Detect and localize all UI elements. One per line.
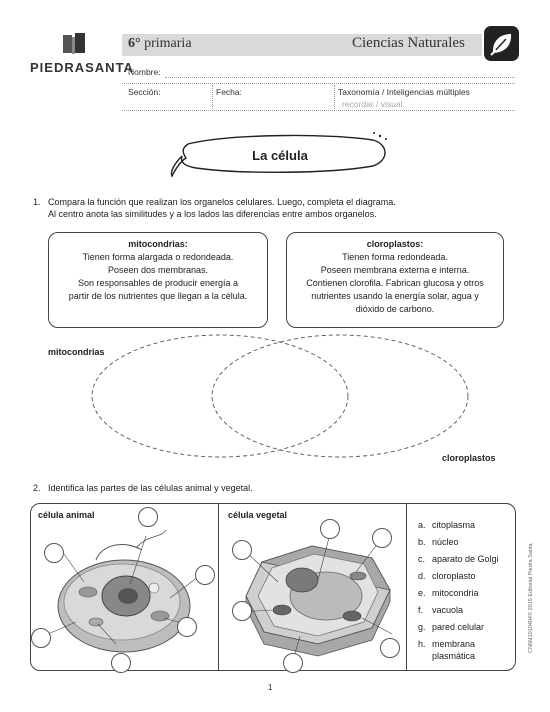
part-letter: e. xyxy=(418,588,426,598)
mitochondria-box-line: Tienen forma alargada o redondeada. xyxy=(82,252,234,262)
answer-circle[interactable] xyxy=(31,628,51,648)
mitochondria-box-line: partir de los nutrientes que llegan a la… xyxy=(68,291,248,301)
answer-circle[interactable] xyxy=(111,653,131,673)
venn-diagram xyxy=(91,334,469,458)
list-item: f. vacuola xyxy=(418,602,499,619)
cells-frame xyxy=(30,503,516,671)
mitochondria-box: mitocondrias: Tienen forma alargada o re… xyxy=(48,232,268,328)
answer-circle[interactable] xyxy=(44,543,64,563)
chloroplast-box-line: nutrientes usando la energía solar, agua… xyxy=(311,291,479,301)
part-letter: b. xyxy=(418,537,426,547)
part-letter: h. xyxy=(418,639,426,649)
part-name: citoplasma xyxy=(432,520,476,530)
title-banner xyxy=(170,132,387,178)
part-name: mitocondria xyxy=(432,588,479,598)
animal-cell-diagram xyxy=(47,529,203,653)
list-item: e. mitocondria xyxy=(418,585,499,602)
answer-circle[interactable] xyxy=(380,638,400,658)
cells-divider xyxy=(218,504,219,670)
field-divider xyxy=(212,85,214,111)
part-name: cloroplasto xyxy=(432,571,476,581)
activity2-instruction: Identifica las partes de las células ani… xyxy=(48,483,253,493)
header-separator xyxy=(122,83,515,84)
cells-divider xyxy=(406,504,407,670)
answer-circle[interactable] xyxy=(138,507,158,527)
activity1-instruction-line1: Compara la función que realizan los orga… xyxy=(48,197,396,207)
part-name: membrana xyxy=(432,639,476,649)
part-letter: f. xyxy=(418,605,424,615)
mitochondria-box-line: Poseen dos membranas. xyxy=(107,265,209,275)
side-code: CN6M1010404© 2015 Editorial Piedra Santa xyxy=(528,543,534,653)
activity2-number: 2. xyxy=(33,483,41,493)
subject-title: Ciencias Naturales xyxy=(352,35,465,51)
answer-circle[interactable] xyxy=(232,601,252,621)
taxonomy-label: Taxonomía / Inteligencias múltiples xyxy=(338,87,470,97)
list-item: d. cloroplasto xyxy=(418,568,499,585)
answer-circle[interactable] xyxy=(283,653,303,673)
plant-cell-diagram xyxy=(239,533,393,665)
book-logo-icon xyxy=(63,33,85,54)
page-number: 1 xyxy=(268,683,273,692)
chloroplast-box-line: dióxido de carbono. xyxy=(355,304,435,314)
part-name: vacuola xyxy=(432,605,464,615)
grade-label: 6° primaria xyxy=(128,36,192,52)
part-name: aparato de Golgi xyxy=(432,554,499,564)
mitochondria-box-title: mitocondrias: xyxy=(128,239,188,249)
answer-circle[interactable] xyxy=(320,519,340,539)
chloroplast-box-line: Tienen forma redondeada. xyxy=(342,252,448,262)
answer-circle[interactable] xyxy=(372,528,392,548)
list-item: c. aparato de Golgi xyxy=(418,551,499,568)
page-title: La célula xyxy=(252,148,308,163)
list-item: a. citoplasma xyxy=(418,517,499,534)
list-item: plasmática xyxy=(418,650,499,662)
venn-right-circle xyxy=(211,334,469,458)
date-label: Fecha: xyxy=(216,87,242,97)
list-item: b. núcleo xyxy=(418,534,499,551)
animal-cell-label: célula animal xyxy=(38,510,95,520)
chloroplast-box-line: Contienen clorofila. Fabrican glucosa y … xyxy=(306,278,484,288)
mitochondria-box-line: Son responsables de producir energía a xyxy=(77,278,239,288)
activity1-instruction-line2: Al centro anota las similitudes y a los … xyxy=(48,209,377,219)
answer-circle[interactable] xyxy=(232,540,252,560)
part-letter: d. xyxy=(418,571,426,581)
part-letter xyxy=(418,650,432,662)
list-item: g. pared celular xyxy=(418,619,499,636)
taxonomy-hint: recordar / visual xyxy=(342,99,403,109)
venn-right-label: cloroplastos xyxy=(442,453,496,463)
part-letter: c. xyxy=(418,554,426,564)
chloroplast-box-title: cloroplastos: xyxy=(366,239,424,249)
leaf-icon xyxy=(484,26,519,61)
section-label: Sección: xyxy=(128,87,161,97)
venn-left-label: mitocondrias xyxy=(48,347,105,357)
answer-circle[interactable] xyxy=(177,617,197,637)
fields-bottom-line xyxy=(122,110,515,111)
header-bar xyxy=(122,34,482,56)
venn-left-circle xyxy=(91,334,349,458)
publisher-logo: PIEDRASANTA xyxy=(30,60,134,75)
part-name: pared celular xyxy=(432,622,485,632)
chloroplast-box-line: Poseen membrana externa e interna. xyxy=(320,265,470,275)
name-field[interactable] xyxy=(165,77,515,78)
part-letter: a. xyxy=(418,520,426,530)
list-item: h. membrana xyxy=(418,636,499,650)
grade-number: 6° xyxy=(128,36,141,51)
part-name: núcleo xyxy=(432,537,459,547)
part-name: plasmática xyxy=(432,651,476,661)
name-label: Nombre: xyxy=(128,67,161,77)
chloroplast-box: cloroplastos: Tienen forma redondeada. P… xyxy=(286,232,504,328)
activity1-number: 1. xyxy=(33,197,41,207)
grade-suffix: primaria xyxy=(144,36,192,51)
field-divider xyxy=(334,85,336,111)
parts-list: a. citoplasma b. núcleo c. aparato de Golgi… xyxy=(418,517,499,662)
part-letter: g. xyxy=(418,622,426,632)
plant-cell-label: célula vegetal xyxy=(228,510,288,520)
answer-circle[interactable] xyxy=(195,565,215,585)
